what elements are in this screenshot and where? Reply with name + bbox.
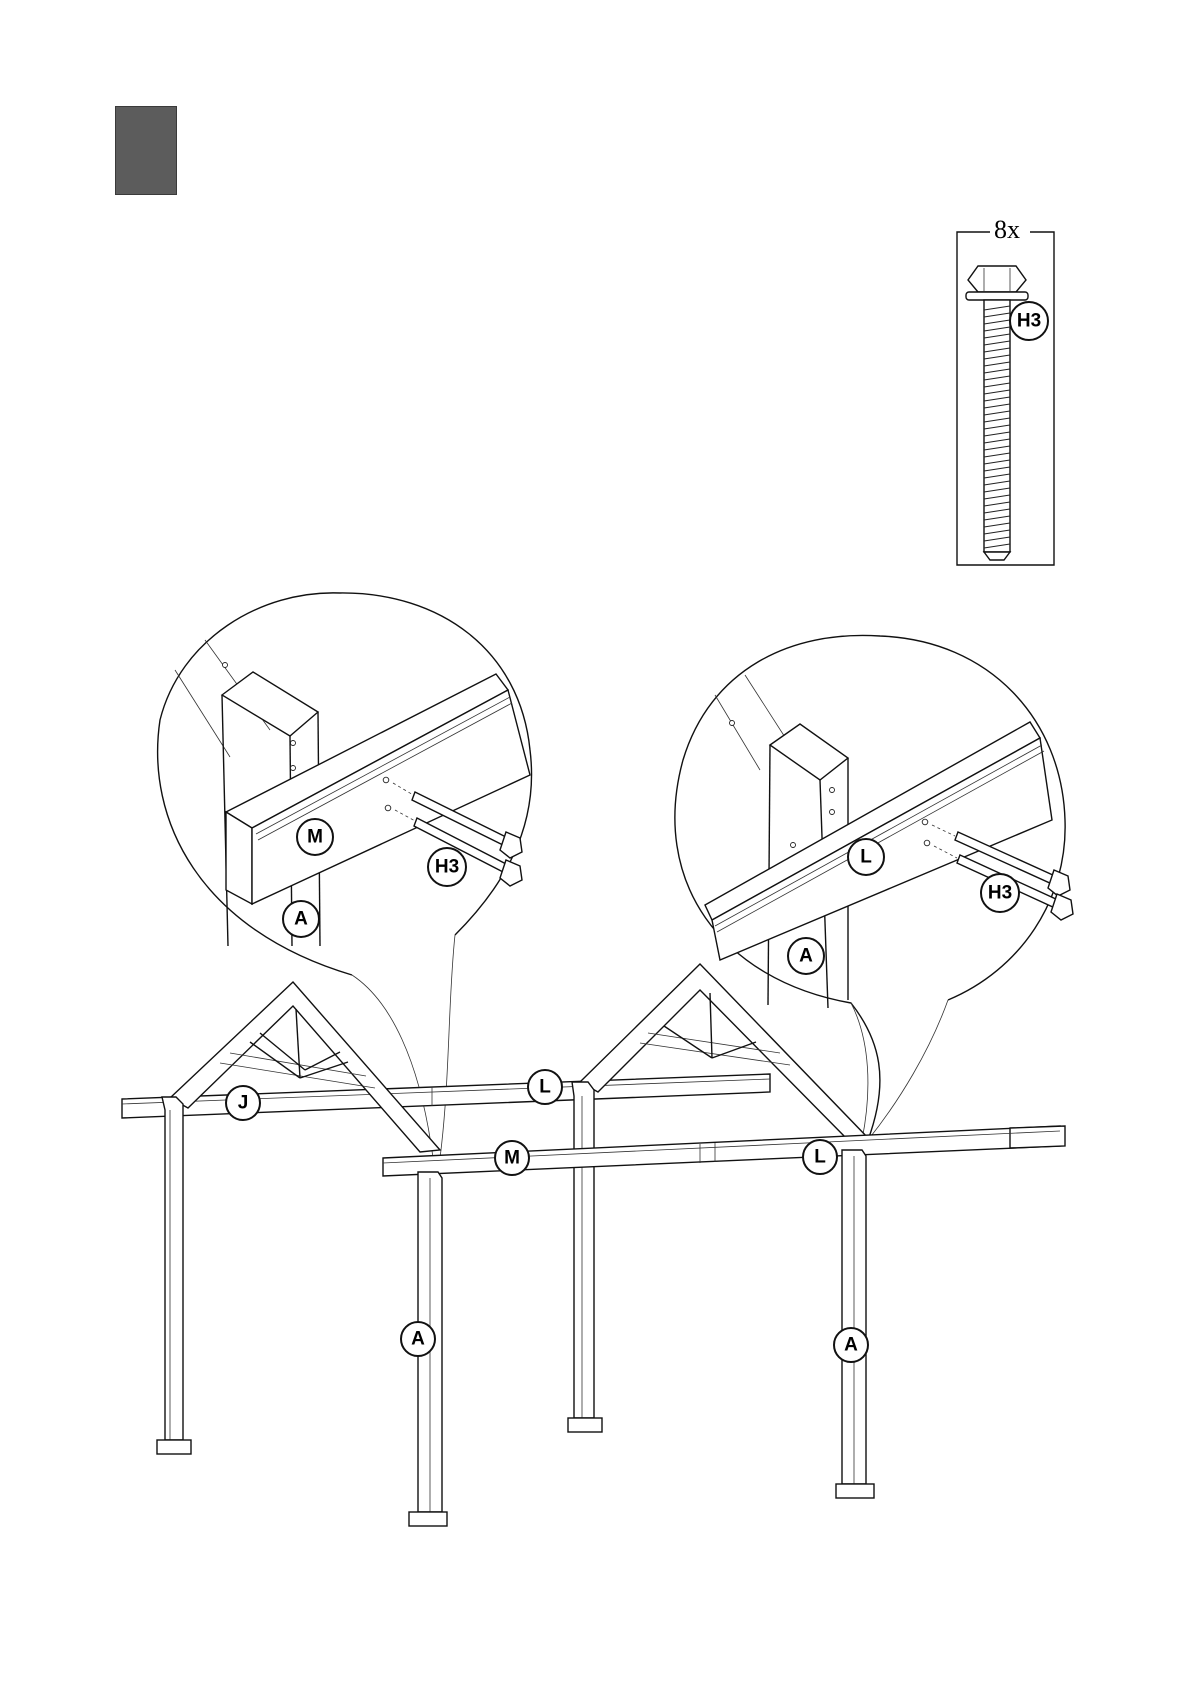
callout-m-detail: M [297, 819, 333, 855]
callout-a-front-right: A [834, 1328, 868, 1362]
hardware-quantity: 8x [994, 215, 1020, 244]
callout-l-detail-label: L [860, 847, 872, 868]
callout-a-detail-left-label: A [294, 909, 308, 930]
detail-view-right: L H3 A [675, 635, 1073, 1140]
callout-l-front-assembly-label: L [814, 1147, 826, 1168]
hardware-box: 8x H3 [957, 215, 1054, 565]
callout-h3-detail-left-label: H3 [435, 857, 459, 878]
callout-m-detail-label: M [307, 827, 323, 848]
callout-m-assembly: M [495, 1141, 529, 1175]
main-assembly: J L M L A A [122, 964, 1065, 1526]
callout-l-rear-assembly-label: L [539, 1077, 551, 1098]
callout-h3-detail-right-label: H3 [988, 883, 1012, 904]
callout-j-assembly: J [226, 1086, 260, 1120]
callout-a-front-left: A [401, 1322, 435, 1356]
callout-h3-hardware: H3 [1010, 302, 1048, 340]
callout-m-assembly-label: M [504, 1148, 520, 1169]
callout-a-front-left-label: A [411, 1329, 425, 1350]
callout-a-front-right-label: A [844, 1335, 858, 1356]
callout-h3-detail-left: H3 [428, 848, 466, 886]
callout-a-detail-right: A [788, 938, 824, 974]
callout-h3-detail-right: H3 [981, 874, 1019, 912]
callout-l-front-assembly: L [803, 1140, 837, 1174]
roof-truss-right [580, 964, 870, 1142]
roof-truss-left [170, 982, 440, 1152]
callout-l-detail: L [848, 839, 884, 875]
callout-h3-hardware-label: H3 [1017, 311, 1041, 332]
callout-a-detail-right-label: A [799, 946, 813, 967]
callout-j-assembly-label: J [238, 1093, 249, 1114]
callout-a-detail-left: A [283, 901, 319, 937]
callout-l-rear-assembly: L [528, 1070, 562, 1104]
